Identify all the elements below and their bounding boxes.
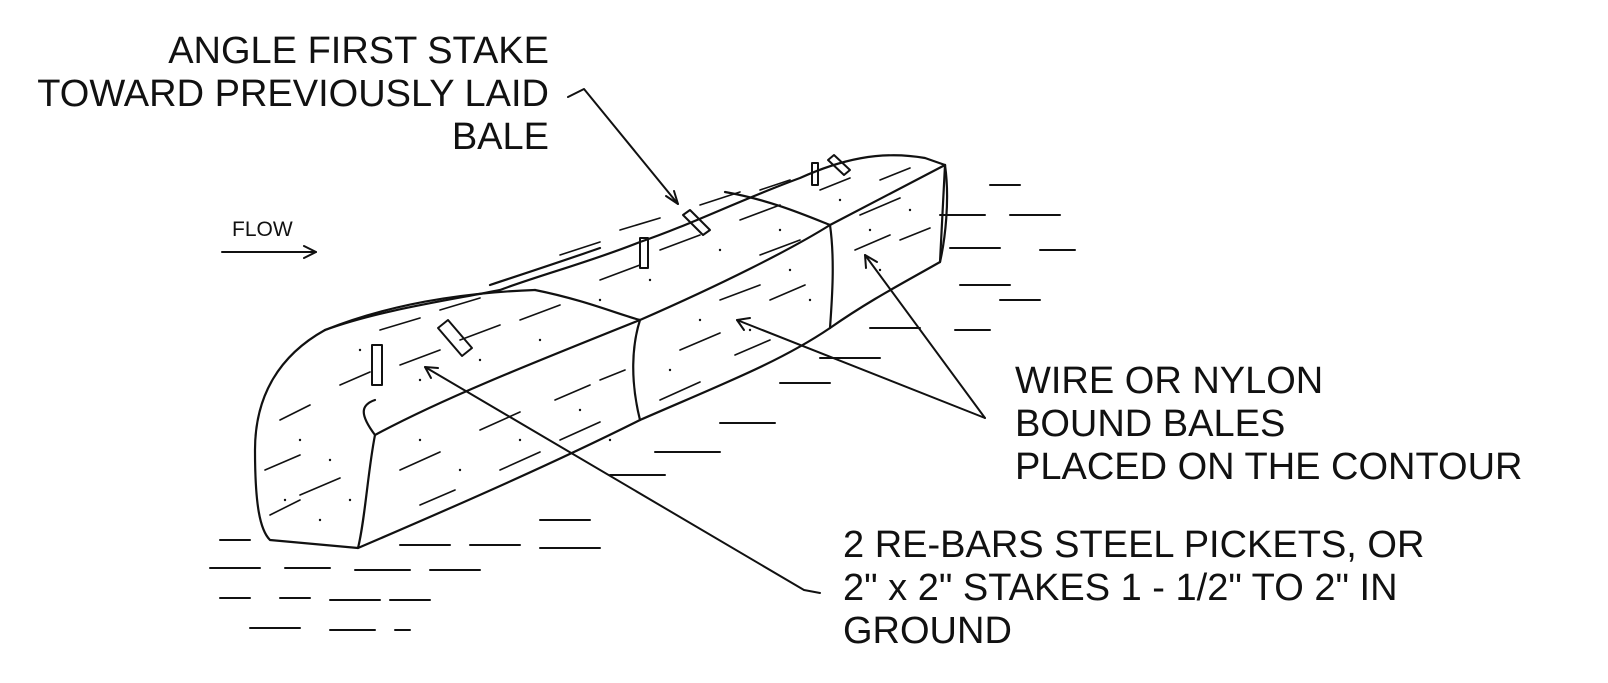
- stakes-line-3: GROUND: [843, 610, 1012, 652]
- straw-hatching: [264, 167, 931, 516]
- stake-angle-line-3: BALE: [451, 116, 549, 158]
- bales-note: WIRE OR NYLON BOUND BALES PLACED ON THE …: [1015, 360, 1522, 489]
- stakes: [371, 154, 851, 386]
- stakes-line-1: 2 RE-BARS STEEL PICKETS, OR: [843, 524, 1425, 566]
- bale-outlines: [253, 154, 949, 550]
- bales-line-2: BOUND BALES: [1015, 403, 1286, 445]
- ground-dashes: [209, 184, 1076, 631]
- stakes-note: 2 RE-BARS STEEL PICKETS, OR 2" x 2" STAK…: [843, 524, 1424, 653]
- straw-stipple: [283, 198, 912, 522]
- bales-line-3: PLACED ON THE CONTOUR: [1015, 446, 1523, 488]
- flow-arrow: [221, 245, 317, 259]
- stakes-line-2: 2" x 2" STAKES 1 - 1/2" TO 2" IN: [843, 567, 1398, 609]
- stake-angle-line-1: ANGLE FIRST STAKE: [168, 30, 549, 72]
- leader-arrows: [424, 88, 986, 594]
- flow-label: FLOW: [232, 218, 293, 241]
- stake-angle-line-2: TOWARD PREVIOUSLY LAID: [37, 73, 549, 115]
- bales-line-1: WIRE OR NYLON: [1015, 360, 1324, 402]
- stake-angle-note: ANGLE FIRST STAKE TOWARD PREVIOUSLY LAID…: [37, 30, 549, 159]
